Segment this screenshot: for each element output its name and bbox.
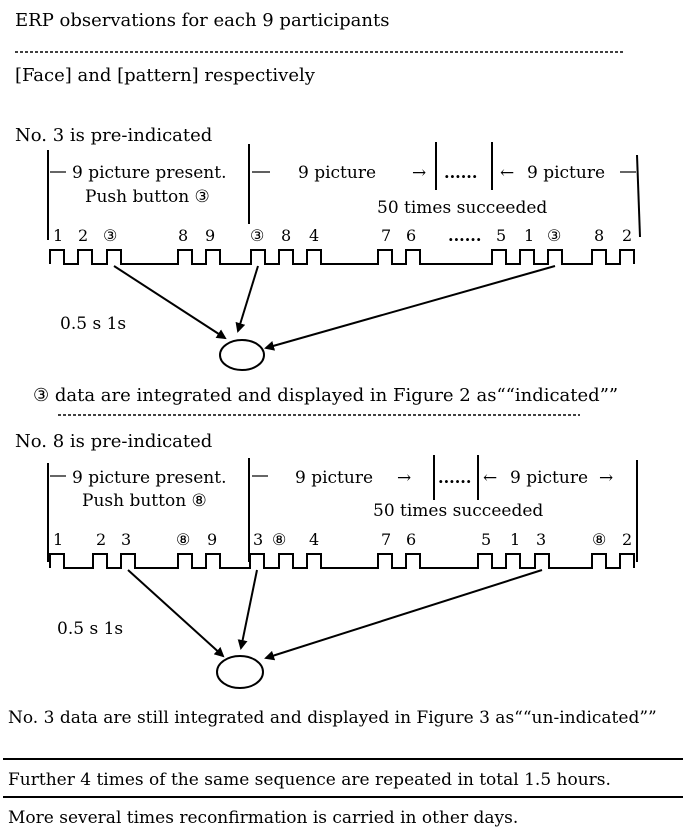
block2-seq-num: ⑧ xyxy=(592,530,606,549)
block1-seq-num: ③ xyxy=(103,226,117,245)
block2-dots: ...... xyxy=(438,468,471,487)
block1-result: ③ data are integrated and displayed in F… xyxy=(33,385,618,406)
block2-seq-num: 3 xyxy=(253,530,263,549)
block1-seq-num: ③ xyxy=(250,226,264,245)
block1-range1-push: Push button ③ xyxy=(85,187,210,207)
block1-range2-label: 9 picture xyxy=(298,163,376,183)
block1-seq-num: 7 xyxy=(381,226,391,245)
block1-range2-arrow: → xyxy=(412,163,426,183)
block2-range2-arrow: → xyxy=(397,468,411,488)
block-pre-indicated-3: No. 3 is pre-indicated 9 picture present… xyxy=(15,125,641,416)
block1-heading: No. 3 is pre-indicated xyxy=(15,125,212,146)
block1-seq-num: 1 xyxy=(524,226,534,245)
diagram-subtitle: [Face] and [pattern] respectively xyxy=(15,65,316,86)
block1-integrate-arrow-first xyxy=(113,265,227,340)
block2-average-node xyxy=(216,655,264,689)
block2-seq-num: ⑧ xyxy=(272,530,286,549)
block2-sequence-numbers: 1 2 3 ⑧ 9 3 ⑧ 4 7 6 5 1 3 ⑧ 2 xyxy=(53,530,632,549)
block2-seq-num: 3 xyxy=(536,530,546,549)
block2-seq-num: 5 xyxy=(481,530,491,549)
block1-range1-label: 9 picture present. xyxy=(72,163,226,183)
block1-seq-num: 2 xyxy=(78,226,88,245)
block2-seq-num: 2 xyxy=(622,530,632,549)
block2-seq-num: 3 xyxy=(121,530,131,549)
footer-reconfirm-note: More several times reconfirmation is car… xyxy=(8,808,518,828)
block1-timing: 0.5 s 1s xyxy=(60,314,126,334)
block1-integrate-arrow-second xyxy=(235,265,259,333)
block2-range3-arrow: ← xyxy=(483,468,497,488)
block2-timing: 0.5 s 1s xyxy=(57,619,123,639)
block2-seq-num: 1 xyxy=(510,530,520,549)
block1-seq-num: 5 xyxy=(496,226,506,245)
block2-seq-num: 4 xyxy=(309,530,319,549)
block2-range1-push: Push button ⑧ xyxy=(82,491,207,511)
block2-range3-right-arrow: → xyxy=(599,468,613,488)
block2-seq-num: 9 xyxy=(207,530,217,549)
block2-range2-label: 9 picture xyxy=(295,468,373,488)
block1-seq-num: ③ xyxy=(547,226,561,245)
block1-seq-num: 6 xyxy=(406,226,416,245)
block1-succeeded: 50 times succeeded xyxy=(377,198,547,218)
block-pre-indicated-8: No. 8 is pre-indicated 9 picture present… xyxy=(8,431,657,728)
block2-seq-num: 1 xyxy=(53,530,63,549)
block1-seq-num: 8 xyxy=(178,226,188,245)
block1-seq-num: 8 xyxy=(281,226,291,245)
block1-timeline xyxy=(49,249,635,265)
block1-seq-dots: ...... xyxy=(448,226,481,245)
block1-right-bracket xyxy=(636,154,641,238)
block1-range3-arrow: ← xyxy=(500,163,514,183)
block2-seq-num: 2 xyxy=(96,530,106,549)
block1-seq-num: 9 xyxy=(205,226,215,245)
block1-sequence-numbers: 1 2 ③ 8 9 ③ 8 4 7 6 ...... 5 1 ③ 8 2 xyxy=(53,226,632,245)
block2-integrate-arrow-first xyxy=(127,569,225,658)
block2-timeline xyxy=(49,553,635,569)
block2-result: No. 3 data are still integrated and disp… xyxy=(8,708,657,728)
block1-seq-num: 8 xyxy=(594,226,604,245)
block1-range3-label: 9 picture xyxy=(527,163,605,183)
block1-average-node xyxy=(219,339,265,371)
block2-succeeded: 50 times succeeded xyxy=(373,501,543,521)
block1-seq-num: 2 xyxy=(622,226,632,245)
block2-seq-num: 6 xyxy=(406,530,416,549)
block2-range3-label: 9 picture xyxy=(510,468,588,488)
block2-heading: No. 8 is pre-indicated xyxy=(15,431,212,452)
block1-seq-num: 4 xyxy=(309,226,319,245)
block2-integrate-arrow-second xyxy=(237,569,258,650)
block2-integrate-arrow-last xyxy=(264,569,543,661)
block2-range1-label: 9 picture present. xyxy=(72,468,226,488)
block1-dots: ...... xyxy=(444,163,477,182)
block2-seq-num: 7 xyxy=(381,530,391,549)
diagram-title: ERP observations for each 9 participants xyxy=(15,10,389,31)
block1-integrate-arrow-last xyxy=(264,265,556,351)
block2-seq-num: ⑧ xyxy=(176,530,190,549)
block1-seq-num: 1 xyxy=(53,226,63,245)
footer-repeat-note: Further 4 times of the same sequence are… xyxy=(8,770,611,790)
